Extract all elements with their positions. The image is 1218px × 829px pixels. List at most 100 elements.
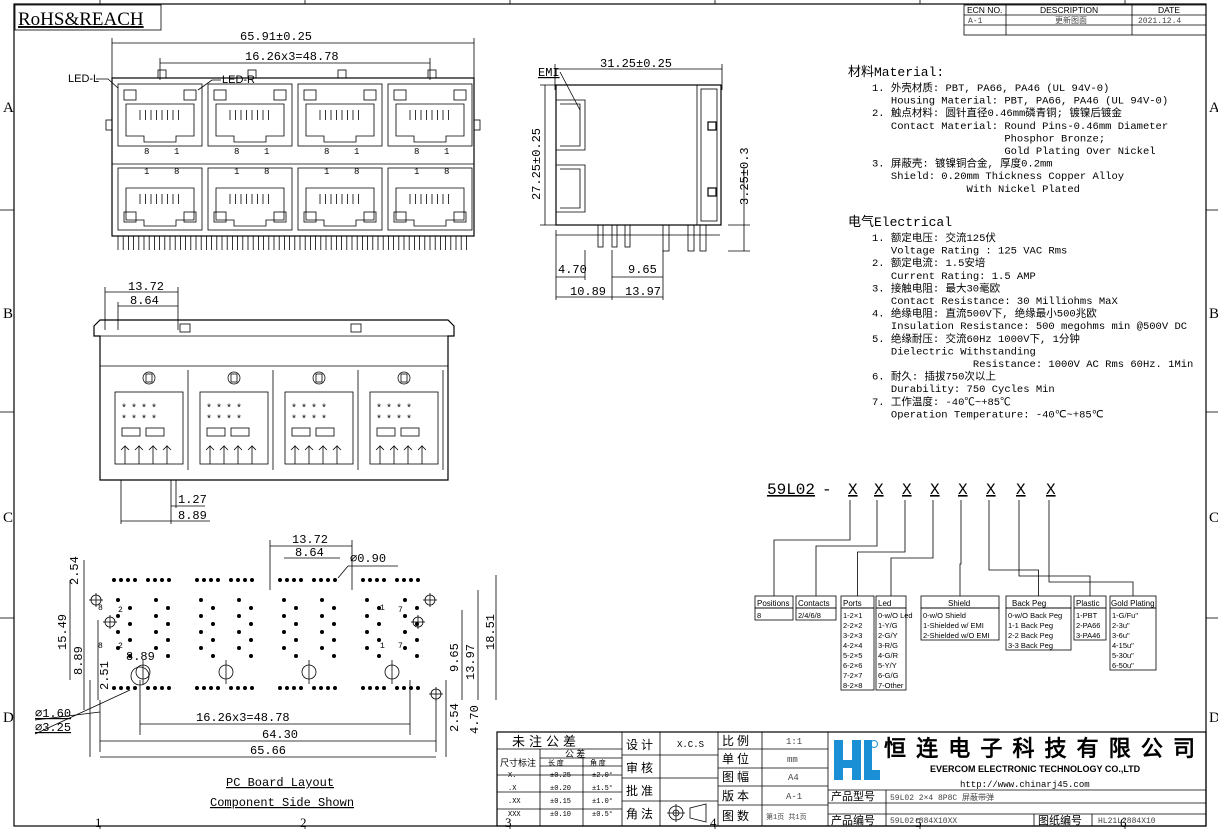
review-label: 审 核 xyxy=(626,760,653,775)
signal-hole xyxy=(119,578,123,582)
rj45-socket xyxy=(305,103,375,143)
contact-mark: * xyxy=(141,414,147,426)
signal-hole xyxy=(146,578,150,582)
signal-hole xyxy=(375,578,379,582)
bottom-view: 13.72 8.64 *****************************… xyxy=(93,280,455,524)
contact-hole xyxy=(199,646,203,650)
option-title: Shield xyxy=(948,599,970,608)
option-title: Ports xyxy=(843,599,862,608)
option-item: 0-w/O Back Peg xyxy=(1008,611,1062,620)
tol-row-precision: XXX xyxy=(508,811,521,819)
rev-header-ecn: ECN NO. xyxy=(967,5,1002,15)
pin-arrow xyxy=(219,445,229,464)
signal-hole xyxy=(112,686,116,690)
tolerance-title: 未注公差 xyxy=(512,734,580,749)
side-dim-965: 9.65 xyxy=(628,263,657,277)
spec-line: Voltage Rating : 125 VAC Rms xyxy=(872,246,1067,258)
pin-arrow xyxy=(417,445,427,464)
pin-arrow xyxy=(290,445,300,464)
option-box-body xyxy=(840,607,875,691)
rohs-reach-label: RoHS&REACH xyxy=(18,9,144,30)
leader-line xyxy=(815,500,878,596)
led-window xyxy=(363,211,377,223)
led-window xyxy=(273,89,287,101)
contact-hole xyxy=(128,606,132,610)
signal-hole xyxy=(167,578,171,582)
contact-hole xyxy=(249,654,253,658)
part-code-x: X xyxy=(902,481,912,499)
spec-line: 6. 耐久: 插拔750次以上 xyxy=(872,370,996,384)
option-item: 2-2 Back Peg xyxy=(1008,631,1053,640)
option-item: 3-3 Back Peg xyxy=(1008,641,1053,650)
contact-hole xyxy=(415,638,419,642)
signal-hole xyxy=(278,578,282,582)
top-tab xyxy=(427,69,437,79)
option-item: 6-G/G xyxy=(878,671,899,680)
pcb-dim-254-bot: 2.54 xyxy=(448,703,462,732)
tol-row-length: ±0.25 xyxy=(550,772,571,780)
option-item: 2/4/6/8 xyxy=(798,611,821,620)
signal-hole xyxy=(299,578,303,582)
option-title: Led xyxy=(878,599,891,608)
option-box-body xyxy=(1005,607,1072,651)
rohs-label-box xyxy=(14,4,162,31)
port-outline xyxy=(117,167,203,231)
emi-label: EMI xyxy=(538,66,560,80)
signal-hole xyxy=(285,686,289,690)
specifications: 材料Material: 1. 外壳材质: PBT, PA66, PA46 (UL… xyxy=(848,65,1193,421)
contact-hole xyxy=(320,614,324,618)
signal-hole xyxy=(216,686,220,690)
contact-hole xyxy=(237,598,241,602)
option-item: 3-PA46 xyxy=(1076,631,1100,640)
pin-number-label: 1 xyxy=(324,167,329,177)
option-title: Gold Plating xyxy=(1111,599,1155,608)
spec-line: 2. 触点材料: 圆针直径0.46mm磷青铜; 镀镍后镀金 xyxy=(872,106,1122,120)
pcb-dim-864: 8.64 xyxy=(295,546,324,560)
contact-mark: * xyxy=(226,403,232,415)
signal-hole xyxy=(312,686,316,690)
port-footprint xyxy=(369,391,439,465)
part-code-x: X xyxy=(958,481,968,499)
port-outline xyxy=(387,167,473,231)
side-height-dim: 27.25±0.25 xyxy=(530,128,544,200)
rj45-socket xyxy=(305,187,375,227)
option-item: 5-2×5 xyxy=(843,651,862,660)
rj45-socket xyxy=(215,103,285,143)
option-item: 1-G/Fu" xyxy=(1112,611,1138,620)
signal-hole xyxy=(368,578,372,582)
spec-line: Operation Temperature: -40℃~+85℃ xyxy=(872,409,1104,421)
tol-row-precision: X. xyxy=(508,772,516,780)
signal-hole xyxy=(278,686,282,690)
spec-line: Resistance: 1000V AC Rms 60Hz. 1Min xyxy=(872,359,1193,371)
contact-hole xyxy=(249,622,253,626)
signal-hole xyxy=(285,578,289,582)
part-code-x: X xyxy=(848,481,858,499)
port-outline xyxy=(207,167,293,231)
signal-hole xyxy=(153,686,157,690)
signal-hole xyxy=(382,578,386,582)
contact-hole xyxy=(403,598,407,602)
electrical-title: 电气Electrical xyxy=(848,214,952,230)
option-item: 6-50u" xyxy=(1112,661,1134,670)
tol-row-angle: ±1.5° xyxy=(592,784,613,793)
rj45-socket xyxy=(395,103,465,143)
contact-hole xyxy=(377,638,381,642)
led-window xyxy=(303,89,317,101)
rev-header-date: DATE xyxy=(1158,5,1180,15)
side-width-dim: 31.25±0.25 xyxy=(600,57,672,71)
spec-line: 1. 额定电压: 交流125伏 xyxy=(872,231,996,245)
contact-hole xyxy=(282,630,286,634)
tol-row-angle: ±1.0° xyxy=(592,797,613,806)
signal-hole xyxy=(202,578,206,582)
pcb-dim-1851: 18.51 xyxy=(484,614,498,650)
pin-number-label: 8 xyxy=(354,167,359,177)
design-value: X.C.S xyxy=(677,740,704,750)
pin-arrow xyxy=(120,445,130,464)
contact-hole xyxy=(403,646,407,650)
pin-number-label: 1 xyxy=(264,147,269,157)
leader-line xyxy=(890,500,934,596)
side-dim-1397: 13.97 xyxy=(625,285,661,299)
contact-hole xyxy=(199,614,203,618)
pcb-caption-side: Component Side Shown xyxy=(210,796,354,810)
